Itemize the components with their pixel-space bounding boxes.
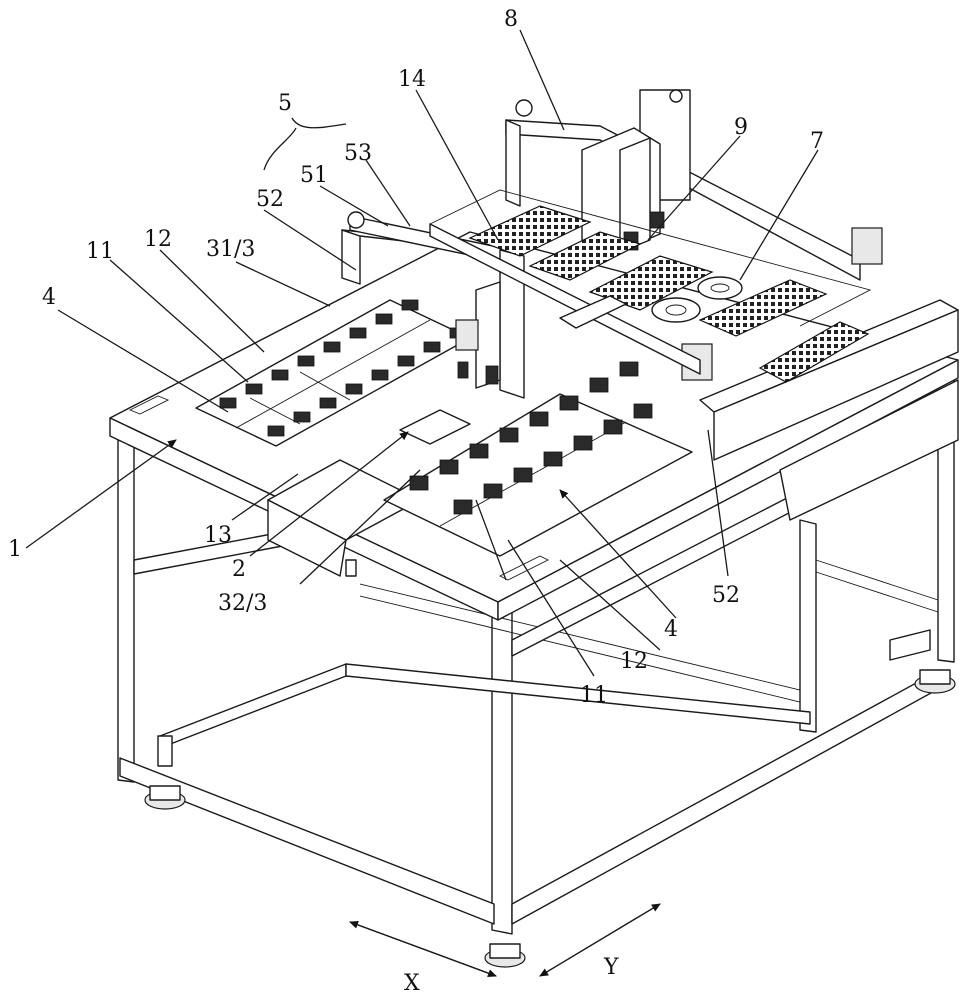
label-12a: 12: [144, 227, 172, 252]
left-tray-area: [195, 299, 471, 447]
axis-x-label: X: [404, 971, 420, 996]
label-52b: 52: [712, 583, 740, 608]
label-12b: 12: [620, 649, 648, 674]
label-4a: 4: [42, 285, 56, 310]
label-9: 9: [734, 115, 748, 140]
clamp-row-right: [409, 361, 653, 515]
axis-y-label: Y: [603, 955, 619, 980]
label-4b: 4: [664, 617, 678, 642]
axis-arrows: [349, 903, 661, 977]
label-53: 53: [344, 141, 372, 166]
label-2: 2: [232, 557, 246, 582]
gantry-rear: [429, 89, 883, 383]
label-5: 5: [278, 91, 292, 116]
label-14: 14: [398, 67, 426, 92]
lower-frame: [117, 359, 956, 968]
label-8: 8: [504, 7, 518, 32]
label-52a: 52: [256, 187, 284, 212]
right-tray-area: [383, 361, 693, 557]
label-31: 31/3: [206, 237, 255, 262]
leader-lines: [25, 29, 819, 677]
label-11a: 11: [86, 239, 114, 264]
label-51: 51: [300, 163, 328, 188]
label-32: 32/3: [218, 591, 267, 616]
label-11b: 11: [580, 683, 608, 708]
label-13: 13: [204, 523, 232, 548]
label-1: 1: [8, 537, 22, 562]
label-7: 7: [810, 129, 824, 154]
part-labels: 1 4 11 12 31/3 52 51 53 5 14 8 9 7 13 2 …: [8, 7, 824, 996]
